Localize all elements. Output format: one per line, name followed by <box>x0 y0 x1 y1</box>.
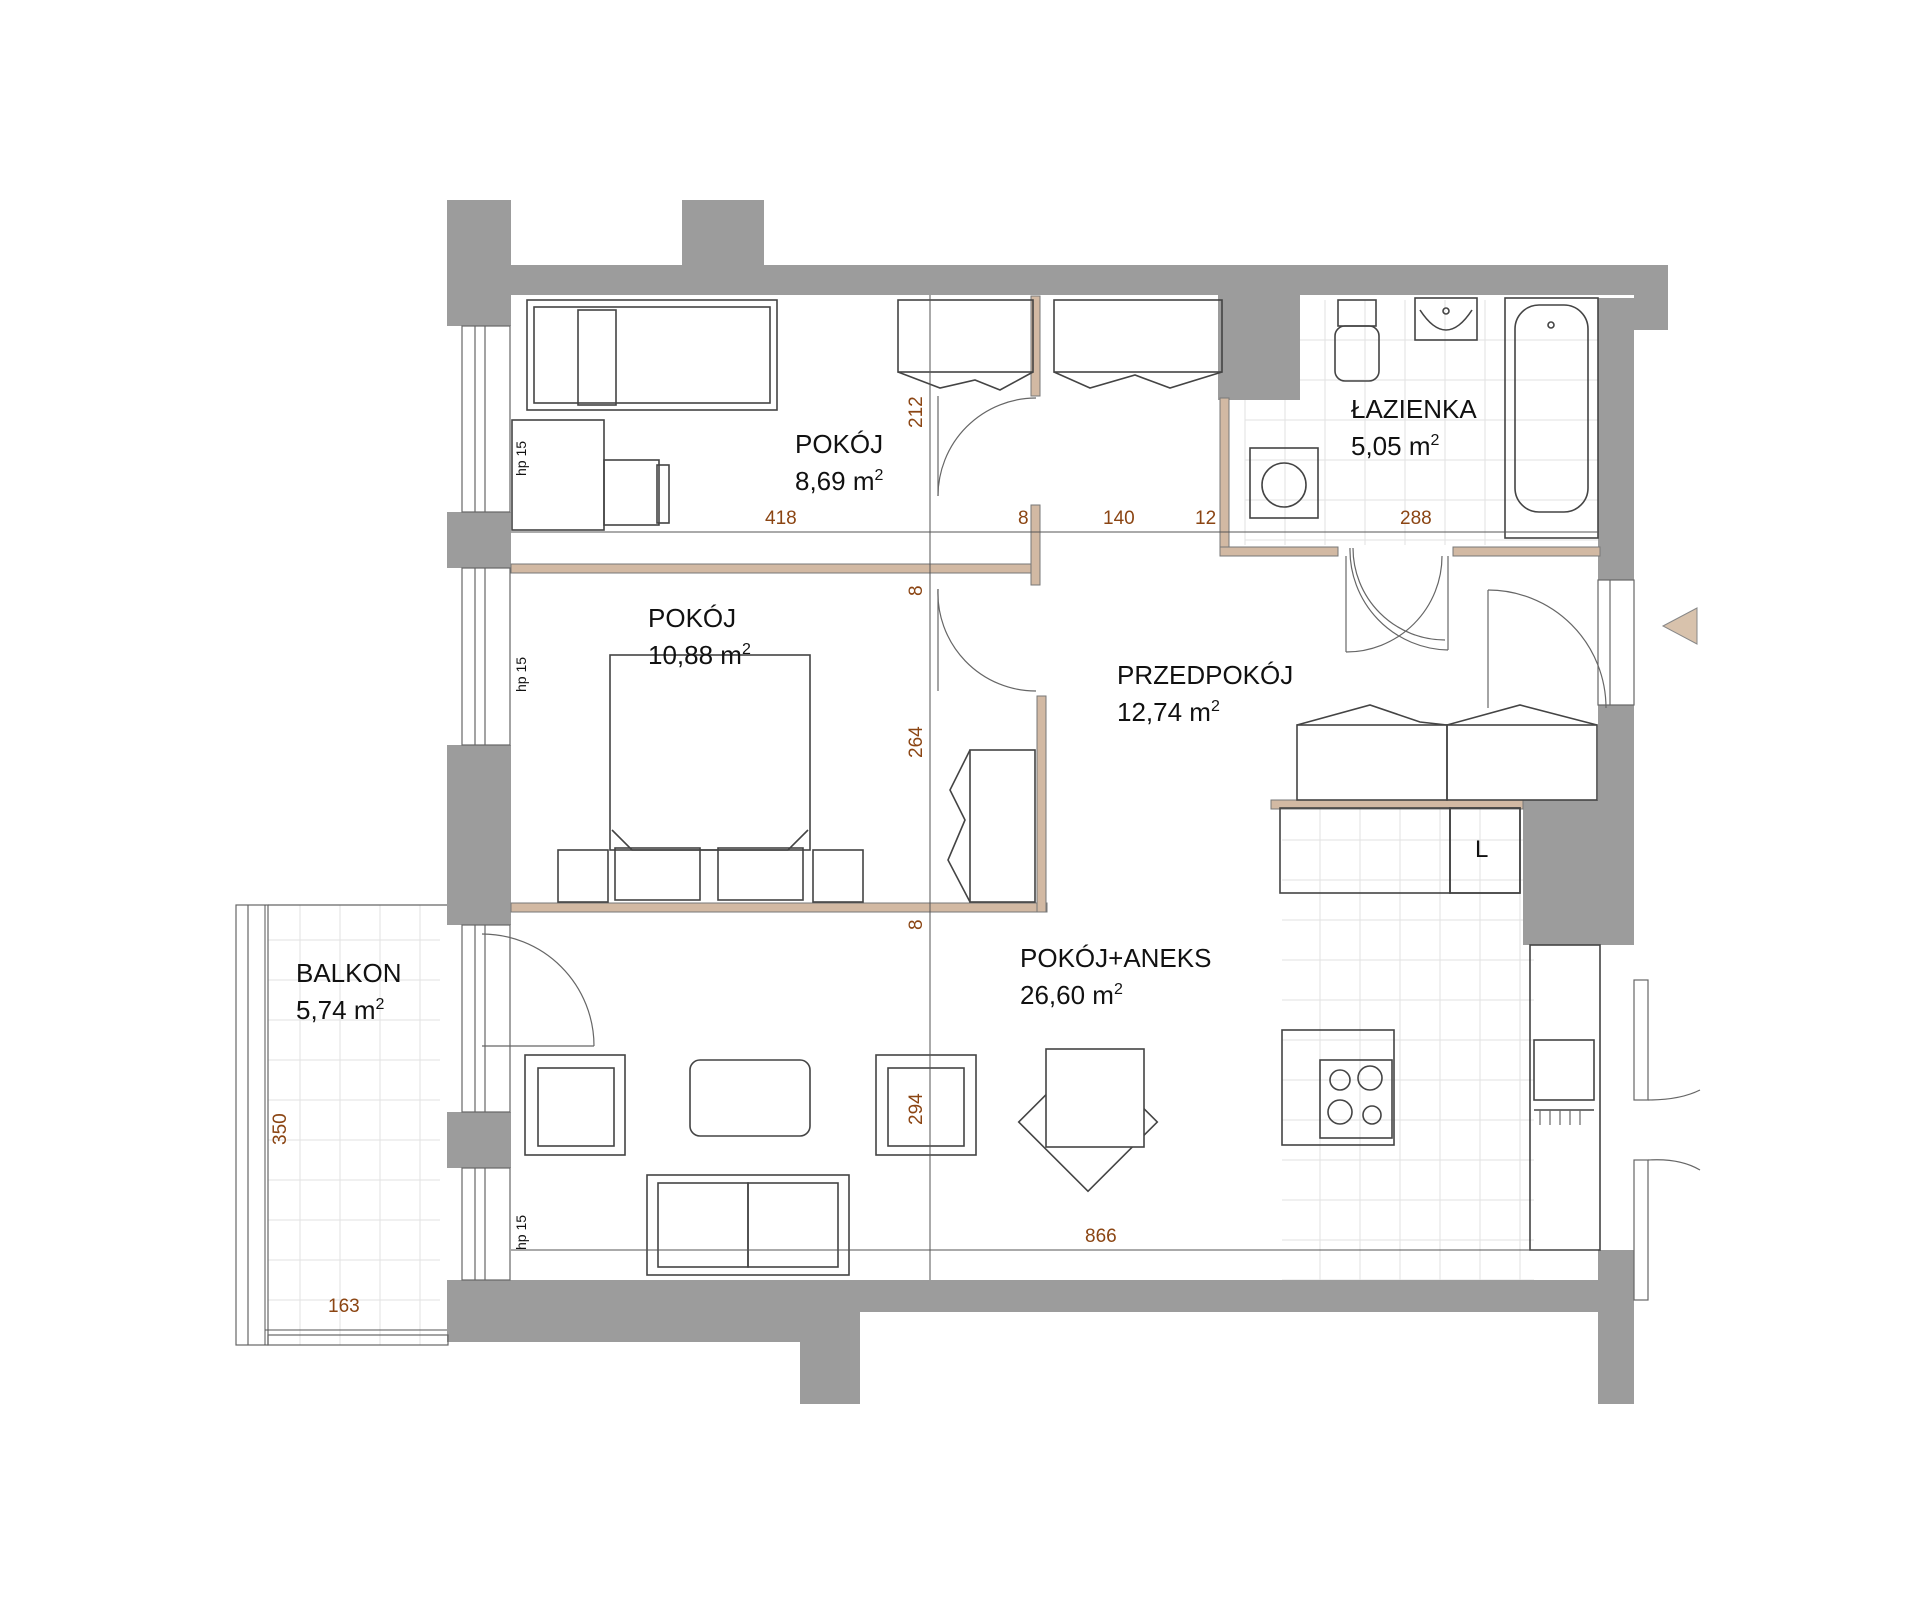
dim-140: 140 <box>1103 508 1135 529</box>
exterior-walls <box>447 200 1668 1404</box>
balcony-floor-tiles <box>268 905 440 1345</box>
svg-text:10,88 m2: 10,88 m2 <box>648 640 751 670</box>
fridge <box>1449 807 1521 894</box>
svg-text:ŁAZIENKA: ŁAZIENKA <box>1351 394 1477 424</box>
bathtub-icon <box>1504 297 1599 539</box>
label-pokoj-2: POKÓJ 10,88 m2 <box>648 603 751 670</box>
hob-icon <box>1319 1059 1393 1139</box>
dim-8b: 8 <box>906 585 927 596</box>
wardrobe-room1 <box>897 299 1223 391</box>
sill-label-1: hp 15 <box>513 441 529 476</box>
dim-866: 866 <box>1085 1226 1117 1247</box>
bathroom-floor-tiles <box>1244 300 1610 545</box>
sofa <box>646 1174 850 1276</box>
dim-418: 418 <box>765 508 797 529</box>
label-balkon: BALKON 5,74 m2 <box>296 958 402 1025</box>
sill-label-3: hp 15 <box>513 1215 529 1250</box>
windows-right <box>1633 979 1701 1301</box>
balcony-railing <box>235 904 449 1346</box>
label-przedpokoj: PRZEDPOKÓJ 12,74 m2 <box>1117 660 1293 727</box>
svg-text:BALKON: BALKON <box>296 958 402 988</box>
dim-12: 12 <box>1195 508 1216 529</box>
armchair-right <box>875 1054 977 1156</box>
label-pokoj-aneks: POKÓJ+ANEKS 26,60 m2 <box>1020 943 1211 1010</box>
svg-text:POKÓJ: POKÓJ <box>795 429 883 459</box>
svg-text:12,74 m2: 12,74 m2 <box>1117 697 1220 727</box>
svg-text:POKÓJ+ANEKS: POKÓJ+ANEKS <box>1020 943 1211 973</box>
label-lazienka: ŁAZIENKA 5,05 m2 <box>1351 394 1477 461</box>
dim-294: 294 <box>906 1093 927 1125</box>
dim-350: 350 <box>270 1113 291 1145</box>
dining-table <box>1017 1048 1159 1193</box>
label-pokoj-1: POKÓJ 8,69 m2 <box>795 429 884 496</box>
washing-machine-icon <box>1249 447 1319 519</box>
sill-label-2: hp 15 <box>513 657 529 692</box>
fridge-label: L <box>1475 836 1488 863</box>
dim-212: 212 <box>906 396 927 428</box>
svg-text:PRZEDPOKÓJ: PRZEDPOKÓJ <box>1117 660 1293 690</box>
entrance-door[interactable] <box>1487 579 1635 709</box>
kitchen-floor-tiles <box>1282 808 1534 1298</box>
dim-163: 163 <box>328 1296 360 1317</box>
sink-icon <box>1414 297 1478 341</box>
desk-with-chair <box>511 419 670 531</box>
dim-264: 264 <box>906 726 927 758</box>
dim-8a: 8 <box>1018 508 1029 529</box>
entrance-arrow-icon <box>1661 607 1698 645</box>
bed-single <box>526 299 778 411</box>
dimension-lines <box>264 295 1598 1345</box>
interior-partitions <box>510 295 1601 913</box>
double-bed <box>557 654 864 903</box>
interior-doors[interactable] <box>481 396 1449 1047</box>
armchair-left <box>524 1054 626 1156</box>
svg-text:8,69 m2: 8,69 m2 <box>795 466 884 496</box>
svg-text:26,60 m2: 26,60 m2 <box>1020 980 1123 1010</box>
coffee-table <box>689 1059 811 1137</box>
dim-8c: 8 <box>906 919 927 930</box>
svg-text:5,05 m2: 5,05 m2 <box>1351 431 1440 461</box>
dim-288: 288 <box>1400 508 1432 529</box>
svg-text:POKÓJ: POKÓJ <box>648 603 736 633</box>
toilet-icon <box>1334 299 1380 382</box>
wardrobe-room2 <box>947 749 1036 903</box>
svg-text:5,74 m2: 5,74 m2 <box>296 995 385 1025</box>
windows-left <box>461 325 511 1281</box>
oven-icon <box>1533 1039 1595 1125</box>
